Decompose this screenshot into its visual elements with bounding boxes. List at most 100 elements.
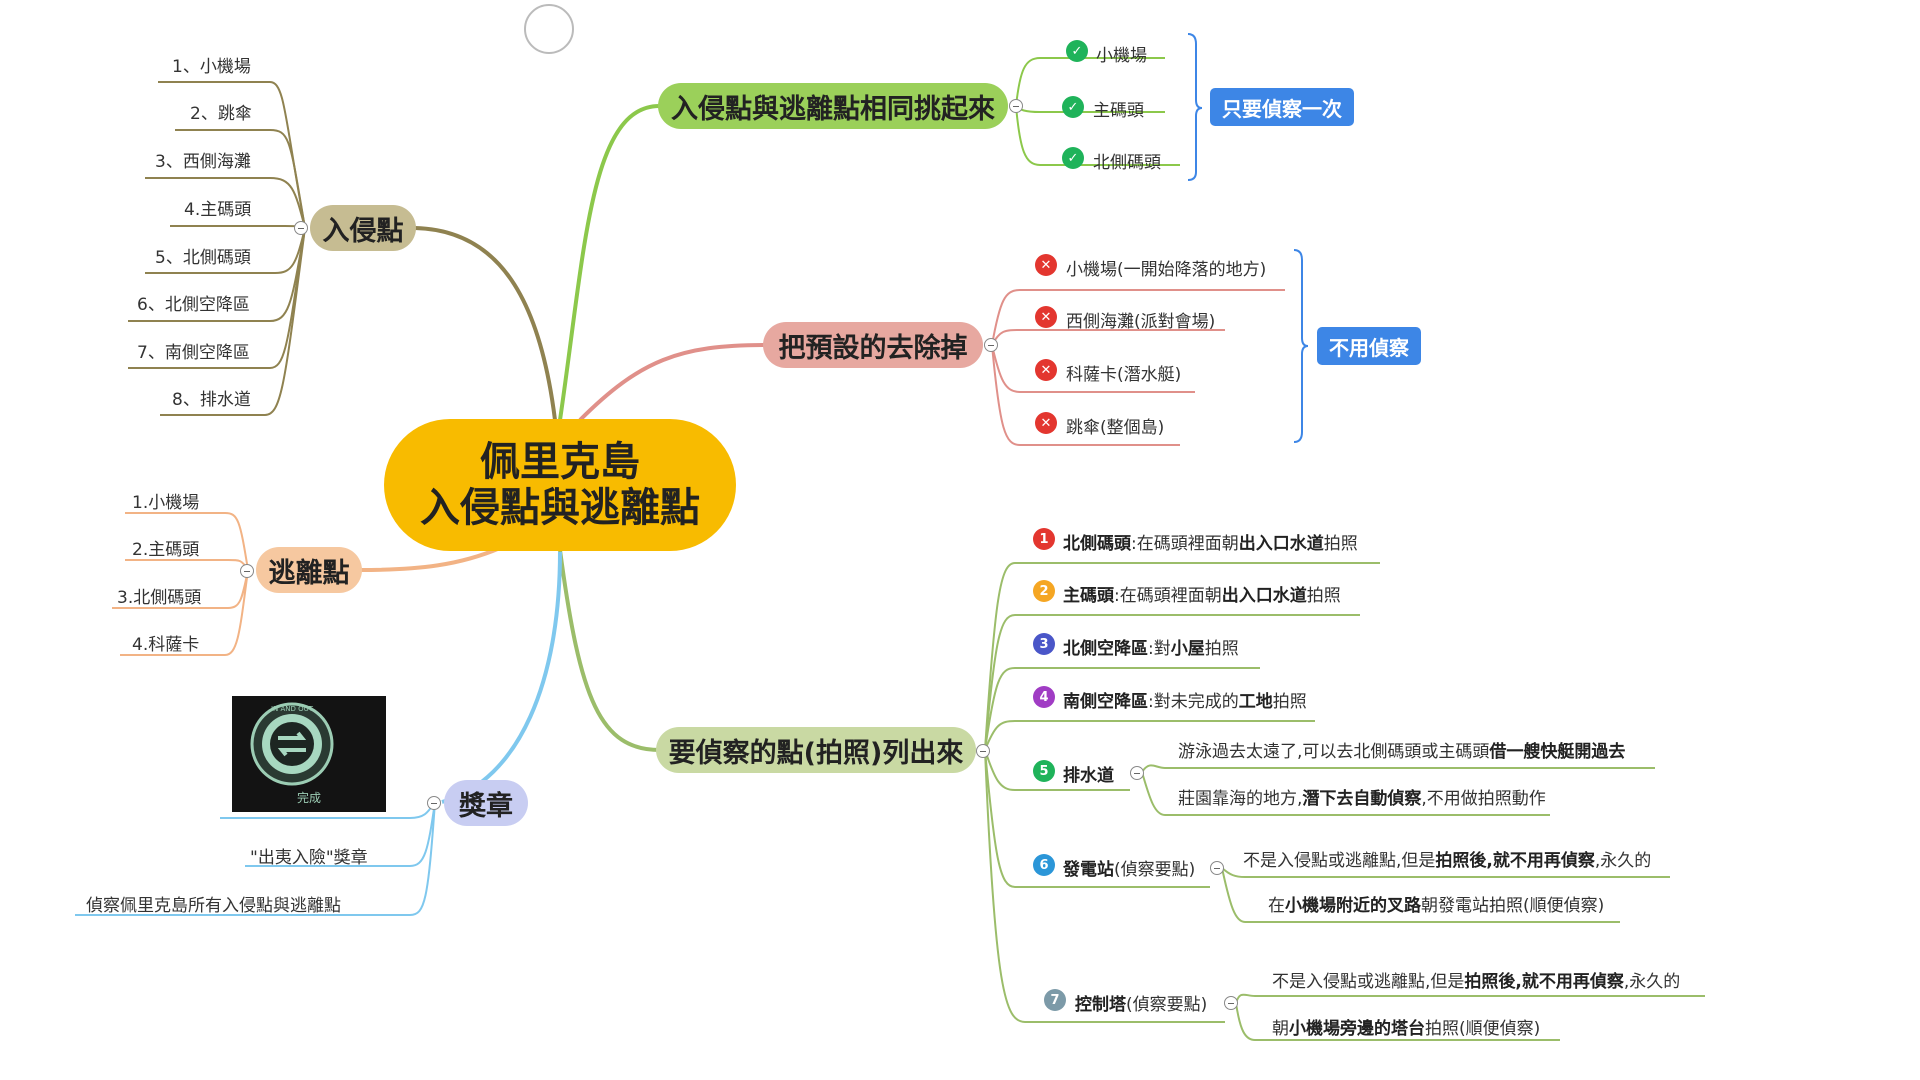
escape-item[interactable]: 4.科薩卡 bbox=[132, 635, 200, 655]
scout-point-3-name: 北側空降區 bbox=[1063, 639, 1148, 659]
scout-point-7-note-2-bold: 小機場旁邊的塔台 bbox=[1289, 1019, 1425, 1039]
scout-point-2-target: 出入口水道 bbox=[1221, 586, 1307, 606]
cross-icon: ✕ bbox=[1035, 412, 1057, 434]
scout-point-2-name: 主碼頭 bbox=[1063, 586, 1114, 606]
scout-point-5[interactable]: 排水道 bbox=[1063, 761, 1114, 786]
medal-caption: 完成 bbox=[297, 790, 321, 805]
central-topic-line1: 佩里克島 bbox=[480, 439, 640, 485]
collapse-toggle-scout[interactable] bbox=[976, 744, 990, 758]
collapse-toggle-escape[interactable] bbox=[240, 564, 254, 578]
scout-point-5-note-2[interactable]: 莊園靠海的地方,潛下去自動偵察,不用做拍照動作 bbox=[1178, 784, 1546, 809]
medal-image: IN AND OUT 完成 bbox=[232, 696, 386, 812]
scout-point-2-action: 拍照 bbox=[1306, 586, 1341, 606]
decorative-circle bbox=[524, 4, 574, 54]
number-2-icon: 2 bbox=[1033, 580, 1055, 602]
scout-point-7-name: 控制塔 bbox=[1075, 995, 1126, 1015]
medal-arc-text: IN AND OUT bbox=[271, 705, 314, 713]
escape-item[interactable]: 1.小機場 bbox=[132, 493, 200, 513]
collapse-toggle-same[interactable] bbox=[1009, 99, 1023, 113]
collapse-toggle-invade[interactable] bbox=[294, 221, 308, 235]
remove-item[interactable]: 西側海灘(派對會場) bbox=[1066, 312, 1216, 332]
scout-point-6-note-2-tail: 朝發電站拍照(順便偵察) bbox=[1421, 896, 1605, 916]
collapse-toggle-remove[interactable] bbox=[984, 338, 998, 352]
invade-item[interactable]: 3、西側海灘 bbox=[155, 152, 251, 172]
topic-same[interactable]: 入侵點與逃離點相同挑起來 bbox=[658, 83, 1008, 129]
scout-point-3-target: 小屋 bbox=[1170, 639, 1205, 659]
number-1-icon: 1 bbox=[1033, 528, 1055, 550]
scout-point-1-action: 拍照 bbox=[1323, 534, 1358, 554]
scout-point-6[interactable]: 發電站(偵察要點) bbox=[1063, 855, 1195, 880]
topic-escape[interactable]: 逃離點 bbox=[256, 547, 362, 593]
scout-point-5-note-2-bold: 潛下去自動偵察 bbox=[1302, 789, 1422, 809]
invade-item[interactable]: 8、排水道 bbox=[172, 390, 251, 410]
topic-medal[interactable]: 獎章 bbox=[444, 780, 528, 826]
scout-point-6-note-2-text: 在 bbox=[1268, 896, 1285, 916]
invade-item[interactable]: 5、北側碼頭 bbox=[155, 248, 251, 268]
scout-point-7-note-1-text: 不是入侵點或逃離點,但是 bbox=[1272, 972, 1465, 992]
scout-point-3-action: 拍照 bbox=[1204, 639, 1239, 659]
escape-item[interactable]: 2.主碼頭 bbox=[132, 540, 200, 560]
scout-point-7-note-2[interactable]: 朝小機場旁邊的塔台拍照(順便偵察) bbox=[1272, 1014, 1540, 1039]
invade-item[interactable]: 7、南側空降區 bbox=[137, 343, 250, 363]
scout-point-6-note-2[interactable]: 在小機場附近的叉路朝發電站拍照(順便偵察) bbox=[1268, 891, 1604, 916]
scout-point-7[interactable]: 控制塔(偵察要點) bbox=[1075, 990, 1207, 1015]
collapse-toggle-point-7[interactable] bbox=[1224, 996, 1238, 1010]
scout-point-3[interactable]: 北側空降區:對小屋拍照 bbox=[1063, 634, 1239, 659]
collapse-toggle-medal[interactable] bbox=[427, 796, 441, 810]
scout-point-3-desc: :對 bbox=[1148, 639, 1171, 659]
scout-point-2[interactable]: 主碼頭:在碼頭裡面朝出入口水道拍照 bbox=[1063, 581, 1341, 606]
scout-point-5-note-1[interactable]: 游泳過去太遠了,可以去北側碼頭或主碼頭借一艘快艇開過去 bbox=[1178, 737, 1625, 762]
number-6-icon: 6 bbox=[1033, 854, 1055, 876]
remove-item[interactable]: 科薩卡(潛水艇) bbox=[1066, 365, 1182, 385]
scout-point-7-note-1[interactable]: 不是入侵點或逃離點,但是拍照後,就不用再偵察,永久的 bbox=[1272, 967, 1680, 992]
central-topic-line2: 入侵點與逃離點 bbox=[420, 485, 700, 531]
topic-remove[interactable]: 把預設的去除掉 bbox=[763, 322, 983, 368]
medal-item[interactable]: "出夷入險"獎章 bbox=[250, 848, 368, 868]
scout-point-4-desc: :對未完成的 bbox=[1148, 692, 1239, 712]
invade-item[interactable]: 1、小機場 bbox=[172, 57, 251, 77]
scout-point-6-note-1[interactable]: 不是入侵點或逃離點,但是拍照後,就不用再偵察,永久的 bbox=[1243, 846, 1651, 871]
number-5-icon: 5 bbox=[1033, 760, 1055, 782]
invade-item[interactable]: 6、北側空降區 bbox=[137, 295, 250, 315]
number-7-icon: 7 bbox=[1044, 989, 1066, 1011]
same-item[interactable]: 北側碼頭 bbox=[1093, 153, 1161, 173]
scout-point-2-desc: :在碼頭裡面朝 bbox=[1114, 586, 1222, 606]
scout-point-5-note-1-bold: 借一艘快艇開過去 bbox=[1489, 742, 1626, 762]
scout-point-7-note-1-bold: 拍照後,就不用再偵察 bbox=[1464, 972, 1624, 992]
scout-point-5-name: 排水道 bbox=[1063, 766, 1114, 786]
tag-scout-once: 只要偵察一次 bbox=[1210, 88, 1354, 126]
cross-icon: ✕ bbox=[1035, 359, 1057, 381]
same-item[interactable]: 小機場 bbox=[1096, 46, 1147, 66]
escape-item[interactable]: 3.北側碼頭 bbox=[117, 588, 202, 608]
collapse-toggle-point-5[interactable] bbox=[1130, 766, 1144, 780]
check-icon: ✓ bbox=[1062, 96, 1084, 118]
scout-point-7-note-1-tail: ,永久的 bbox=[1623, 972, 1681, 992]
scout-point-6-note-1-tail: ,永久的 bbox=[1594, 851, 1652, 871]
scout-point-4[interactable]: 南側空降區:對未完成的工地拍照 bbox=[1063, 687, 1307, 712]
same-item[interactable]: 主碼頭 bbox=[1093, 101, 1144, 121]
scout-point-4-name: 南側空降區 bbox=[1063, 692, 1148, 712]
invade-item[interactable]: 4.主碼頭 bbox=[184, 200, 252, 220]
check-icon: ✓ bbox=[1062, 147, 1084, 169]
scout-point-1-target: 出入口水道 bbox=[1238, 534, 1324, 554]
medal-item[interactable]: 偵察佩里克島所有入侵點與逃離點 bbox=[86, 896, 341, 916]
collapse-toggle-point-6[interactable] bbox=[1210, 861, 1224, 875]
topic-scout[interactable]: 要偵察的點(拍照)列出來 bbox=[656, 727, 976, 773]
topic-invade[interactable]: 入侵點 bbox=[310, 205, 416, 251]
central-topic[interactable]: 佩里克島 入侵點與逃離點 bbox=[384, 419, 736, 551]
scout-point-1[interactable]: 北側碼頭:在碼頭裡面朝出入口水道拍照 bbox=[1063, 529, 1358, 554]
scout-point-6-note-1-text: 不是入侵點或逃離點,但是 bbox=[1243, 851, 1436, 871]
scout-point-5-note-2-tail: ,不用做拍照動作 bbox=[1421, 789, 1546, 809]
scout-point-7-desc: (偵察要點) bbox=[1126, 995, 1208, 1015]
remove-item[interactable]: 跳傘(整個島) bbox=[1066, 418, 1165, 438]
tag-no-scout: 不用偵察 bbox=[1317, 327, 1421, 365]
cross-icon: ✕ bbox=[1035, 306, 1057, 328]
scout-point-5-note-1-text: 游泳過去太遠了,可以去北側碼頭或主碼頭 bbox=[1178, 742, 1490, 762]
scout-point-5-note-2-text: 莊園靠海的地方, bbox=[1178, 789, 1303, 809]
remove-item[interactable]: 小機場(一開始降落的地方) bbox=[1066, 260, 1267, 280]
scout-point-6-note-2-bold: 小機場附近的叉路 bbox=[1285, 896, 1421, 916]
medal-badge-icon: IN AND OUT 完成 bbox=[250, 702, 334, 805]
scout-point-6-name: 發電站 bbox=[1063, 860, 1114, 880]
invade-item[interactable]: 2、跳傘 bbox=[190, 104, 252, 124]
